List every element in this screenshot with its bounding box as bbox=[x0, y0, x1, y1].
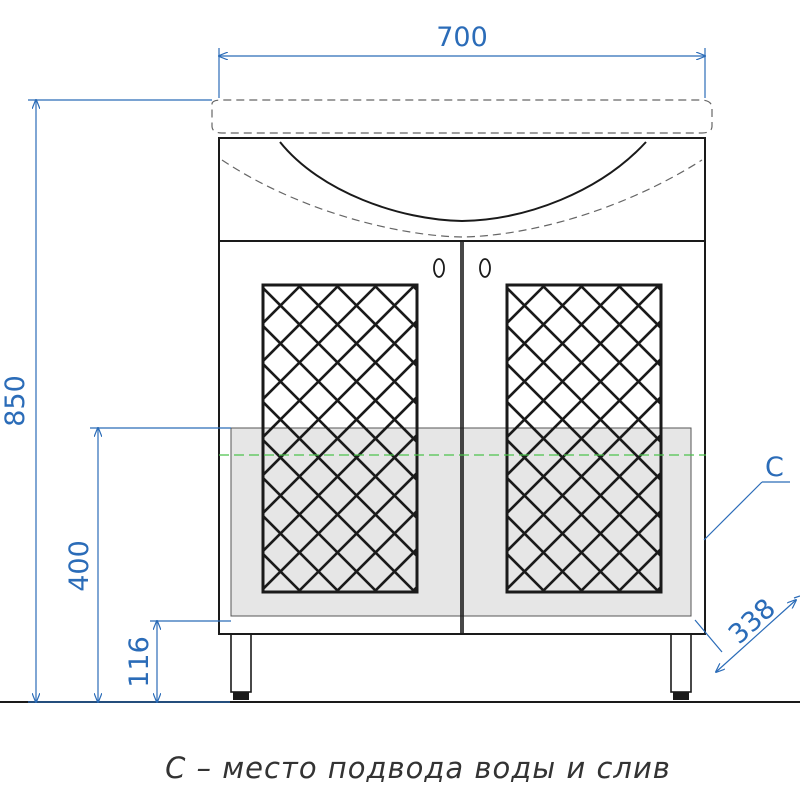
right-door-handle bbox=[479, 258, 491, 278]
height-label: 850 bbox=[0, 375, 31, 427]
depth-dimension: 338 bbox=[694, 593, 800, 672]
caption: С – место подвода воды и слив bbox=[165, 751, 671, 785]
cabinet bbox=[218, 137, 706, 635]
width-dimension: 700 bbox=[219, 22, 705, 98]
height-dimension: 850 bbox=[0, 100, 230, 702]
supply-height-label: 400 bbox=[64, 540, 95, 592]
left-door-handle bbox=[433, 258, 445, 278]
sink-basin bbox=[211, 99, 713, 238]
depth-label: 338 bbox=[723, 593, 782, 651]
connection-label: C bbox=[765, 452, 784, 483]
legs bbox=[230, 633, 692, 700]
connection-leader: C bbox=[703, 452, 790, 541]
right-door-lattice bbox=[505, 283, 663, 594]
leg-height-dimension: 116 bbox=[124, 621, 231, 702]
leg-height-label: 116 bbox=[124, 636, 155, 688]
supply-height-dimension: 400 bbox=[64, 428, 231, 702]
left-door-lattice bbox=[261, 283, 419, 594]
width-label: 700 bbox=[436, 22, 488, 53]
